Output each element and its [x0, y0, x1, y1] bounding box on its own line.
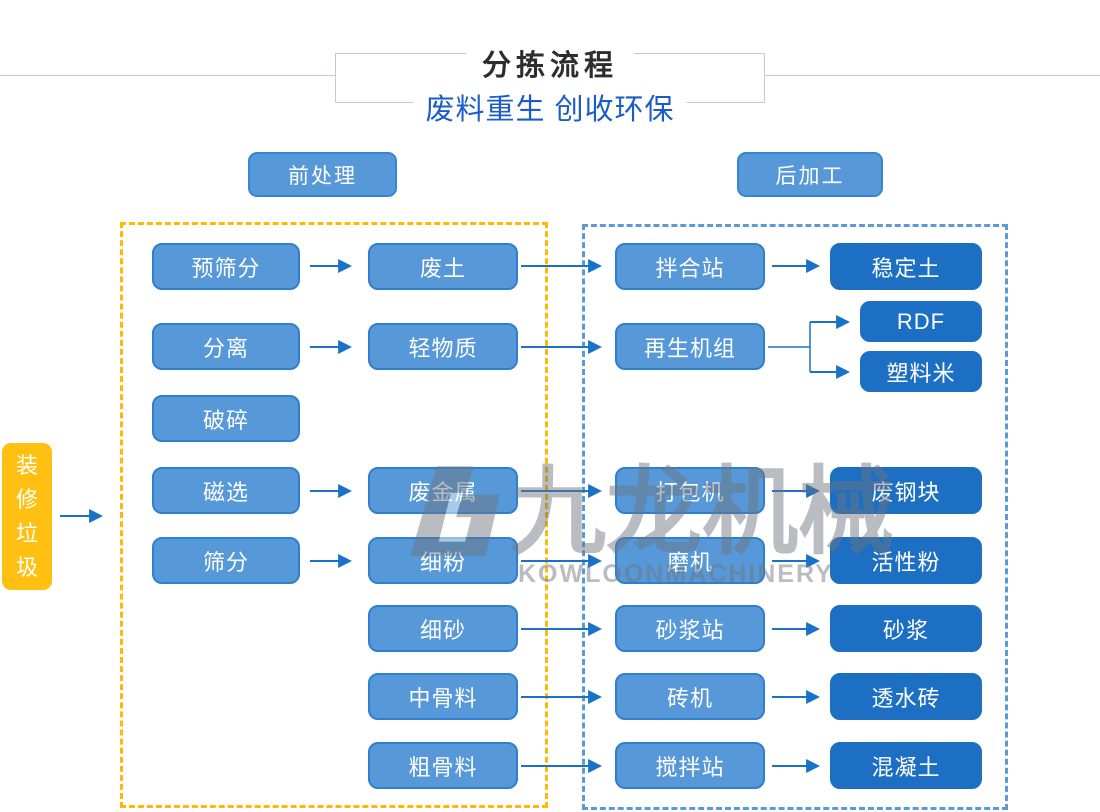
- node-coarse-aggregate: 粗骨料: [368, 742, 518, 789]
- node-mortar: 砂浆: [830, 605, 982, 652]
- node-mortar-station: 砂浆站: [615, 605, 765, 652]
- node-brick-machine: 砖机: [615, 673, 765, 720]
- node-baler: 打包机: [615, 467, 765, 514]
- node-mill: 磨机: [615, 537, 765, 584]
- group-pretreatment-frame: [120, 222, 548, 808]
- node-active-powder: 活性粉: [830, 537, 982, 584]
- node-stabilized-soil: 稳定土: [830, 243, 982, 290]
- node-rdf: RDF: [860, 301, 982, 342]
- node-fine-powder: 细粉: [368, 537, 518, 584]
- node-waste-soil: 废土: [368, 243, 518, 290]
- node-pre-screening: 预筛分: [152, 243, 300, 290]
- group-postprocessing-frame: [582, 224, 1008, 810]
- node-screening: 筛分: [152, 537, 300, 584]
- node-scrap-metal: 废金属: [368, 467, 518, 514]
- section-label-postprocessing: 后加工: [737, 152, 883, 197]
- page-title: 分拣流程: [465, 42, 635, 84]
- node-concrete: 混凝土: [830, 742, 982, 789]
- section-label-pretreatment: 前处理: [248, 152, 397, 197]
- node-renovation-waste-label: 装修垃圾: [16, 452, 39, 580]
- node-mixing-plant: 搅拌站: [615, 742, 765, 789]
- node-mixing-station: 拌合站: [615, 243, 765, 290]
- node-separation: 分离: [152, 323, 300, 370]
- page-subtitle: 废料重生 创收环保: [413, 86, 687, 128]
- header-line-left: [0, 75, 335, 76]
- node-plastic-pellets: 塑料米: [860, 351, 982, 392]
- node-light-material: 轻物质: [368, 323, 518, 370]
- node-scrap-steel-block: 废钢块: [830, 467, 982, 514]
- node-magnetic-separation: 磁选: [152, 467, 300, 514]
- node-renovation-waste: 装修垃圾: [2, 443, 52, 590]
- node-crushing: 破碎: [152, 395, 300, 442]
- node-recycling-unit: 再生机组: [615, 323, 765, 370]
- node-permeable-brick: 透水砖: [830, 673, 982, 720]
- node-fine-sand: 细砂: [368, 605, 518, 652]
- header-line-right: [764, 75, 1100, 76]
- node-medium-aggregate: 中骨料: [368, 673, 518, 720]
